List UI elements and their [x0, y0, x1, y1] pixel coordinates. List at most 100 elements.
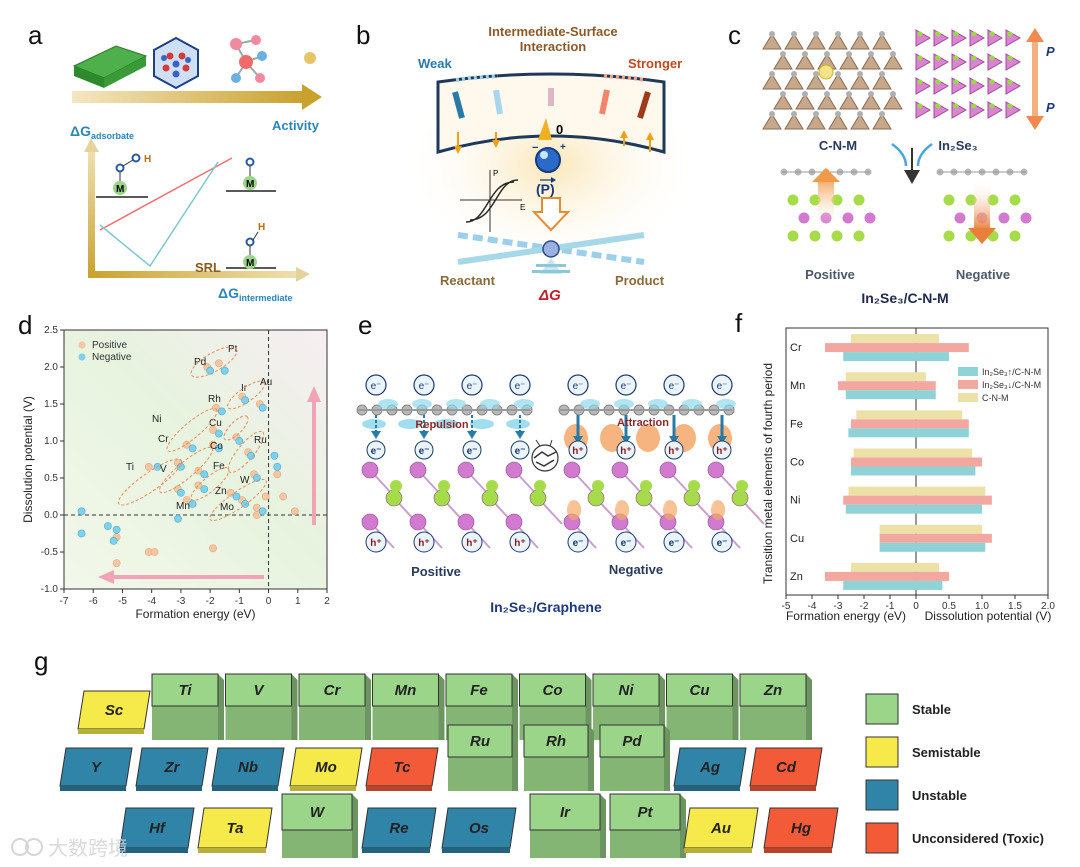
point-negative	[176, 462, 185, 471]
panel-label-a: a	[28, 20, 43, 50]
element-label-cr: Cr	[158, 434, 169, 445]
electron-symbol: e⁻	[717, 381, 728, 392]
bar-formation-energy	[856, 410, 916, 420]
block-front	[666, 706, 733, 740]
element-symbol-zr: Zr	[164, 759, 181, 776]
bar-formation-energy	[848, 428, 916, 438]
in2se3-atom	[611, 461, 629, 479]
delta-g-label: ΔG	[538, 287, 561, 304]
adsorbate-ooh-sketch: M H	[96, 153, 151, 198]
charge-density-cloud	[514, 399, 534, 409]
element-symbol-rh: Rh	[546, 733, 566, 750]
block-front	[448, 757, 512, 791]
charge-density-cloud	[614, 399, 634, 409]
x-tick-label: 2.0	[1041, 601, 1055, 612]
block-front	[60, 786, 126, 791]
electron-marker	[366, 440, 386, 460]
element-symbol-pt: Pt	[638, 804, 654, 821]
volcano-line-cyan	[99, 161, 219, 268]
in2se3-atom	[385, 489, 403, 507]
point-negative	[258, 507, 267, 516]
in2se3-atom	[787, 194, 799, 206]
bar-dissolution-potential	[916, 457, 982, 467]
block-front	[136, 786, 202, 791]
interaction-arrowhead	[371, 431, 381, 439]
element-block-os: Os	[441, 807, 517, 853]
element-block-ti: Ti	[151, 673, 224, 740]
element-symbol-tc: Tc	[394, 759, 412, 776]
electron-symbol: e⁻	[621, 538, 632, 549]
svg-text:H: H	[258, 222, 265, 233]
element-symbol-re: Re	[389, 820, 408, 837]
single-atom-icon	[304, 52, 316, 64]
bar-formation-energy	[825, 343, 916, 353]
block-front	[442, 848, 510, 853]
negative-heterostructure	[936, 168, 1032, 244]
graphene-negative-structure: e⁻e⁻e⁻e⁻h⁺h⁺h⁺h⁺e⁻e⁻e⁻e⁻	[558, 374, 765, 553]
in2se3-atom	[831, 230, 843, 242]
x-tick-label: -6	[89, 596, 98, 607]
block-top	[599, 724, 665, 758]
in2se3-atom	[998, 212, 1010, 224]
block-top	[666, 673, 733, 707]
legend-label: In₂Se₃↓/C-N-M	[982, 380, 1041, 390]
point-positive	[279, 492, 288, 501]
element-symbol-nb: Nb	[238, 759, 258, 776]
element-block-pd: Pd	[599, 724, 670, 791]
panel-label-c: c	[728, 20, 741, 50]
lattice-atom	[953, 31, 959, 37]
handshake-icon	[531, 439, 559, 472]
bar-formation-energy	[851, 334, 916, 344]
element-label-v: V	[160, 464, 167, 475]
block-front	[366, 786, 432, 791]
point-positive	[209, 425, 217, 434]
p-down-label: P	[1046, 100, 1055, 115]
lattice-atom	[1007, 79, 1013, 85]
element-label-zn: Zn	[215, 486, 227, 497]
bar-formation-energy	[843, 352, 916, 362]
block-side	[659, 674, 665, 740]
point-positive	[112, 559, 121, 567]
lattice-atom	[879, 71, 885, 77]
block-front	[764, 848, 832, 853]
lattice-atom	[868, 51, 874, 57]
in2se3-atom	[683, 489, 701, 507]
block-front	[299, 706, 365, 740]
lattice-atom	[835, 31, 841, 37]
lattice-triangle	[828, 113, 848, 130]
point-negative	[214, 444, 223, 453]
block-front	[225, 706, 292, 740]
category-label-mn: Mn	[790, 380, 805, 392]
lattice-atom	[890, 91, 896, 97]
block-top	[445, 673, 513, 707]
hole-marker	[712, 440, 732, 460]
hole-marker	[664, 440, 684, 460]
element-symbol-zn: Zn	[763, 682, 782, 699]
hole-symbol: h⁺	[668, 446, 679, 457]
cluster-ellipse	[117, 458, 183, 506]
formation-energy-arrowhead	[98, 570, 114, 584]
point-negative	[103, 522, 112, 530]
element-block-y: Y	[59, 747, 133, 791]
x-tick-label: 1.0	[975, 601, 989, 612]
svg-text:−: −	[532, 142, 538, 154]
cluster-ellipse	[158, 446, 214, 494]
electron-symbol: e⁻	[573, 538, 584, 549]
block-side	[664, 725, 670, 791]
legend-label-semistable: Semistable	[912, 745, 981, 760]
lattice-triangle	[828, 33, 848, 50]
block-side	[732, 674, 739, 740]
bar-formation-energy	[879, 542, 916, 552]
lattice-triangle	[806, 33, 826, 50]
cnm-name: C-N-M	[819, 138, 857, 153]
block-front	[524, 757, 588, 791]
lattice-atom	[813, 71, 819, 77]
point-positive	[194, 466, 203, 475]
lattice-atom	[917, 55, 923, 61]
c-caption: In₂Se₃/C-N-M	[861, 290, 948, 306]
in2se3-lattice-sideview	[915, 29, 1022, 119]
block-side	[512, 725, 518, 791]
electron-marker	[711, 374, 733, 396]
